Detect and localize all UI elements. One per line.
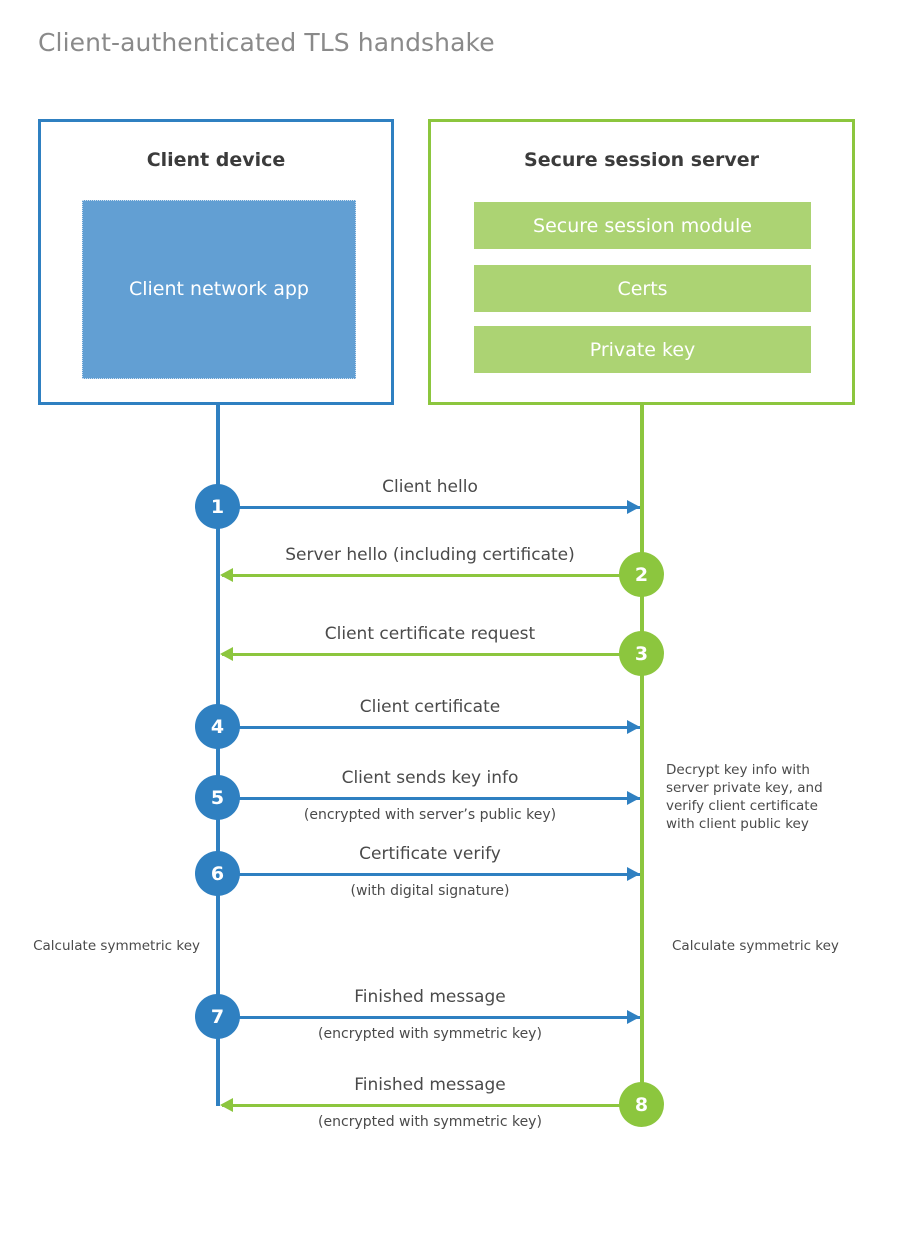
message-arrow-line: [220, 797, 640, 800]
arrow-head-right-icon: [627, 791, 640, 805]
step-number-badge-5: 5: [195, 775, 240, 820]
message-arrow-line: [222, 653, 640, 656]
note-server-decrypt: Decrypt key info with server private key…: [666, 762, 823, 832]
message-arrow-line: [220, 873, 640, 876]
message-arrow-line: [222, 1104, 640, 1107]
arrow-head-right-icon: [627, 1010, 640, 1024]
step-number-badge-6: 6: [195, 851, 240, 896]
step-number-badge-4: 4: [195, 704, 240, 749]
secure-session-server-title: Secure session server: [524, 149, 759, 171]
message-label: Client certificate: [359, 697, 501, 717]
client-device-box: Client device Client network app: [38, 119, 394, 405]
client-network-app-label: Client network app: [128, 278, 309, 300]
message-label: Client sends key info: [341, 768, 519, 788]
message-sublabel: (encrypted with symmetric key): [318, 1114, 542, 1130]
message-sublabel: (with digital signature): [350, 883, 510, 899]
arrow-head-left-icon: [220, 1098, 233, 1112]
server-component-label: Secure session module: [533, 214, 752, 237]
server-component-private-key: Private key: [474, 326, 811, 373]
step-number-badge-8: 8: [619, 1082, 664, 1127]
server-component-label: Certs: [617, 277, 668, 300]
server-component-certs: Certs: [474, 265, 811, 312]
arrow-head-left-icon: [220, 647, 233, 661]
message-label: Finished message: [354, 987, 506, 1007]
message-label: Client hello: [382, 477, 478, 497]
message-arrow-line: [220, 506, 640, 509]
message-arrow-line: [220, 1016, 640, 1019]
page-title: Client-authenticated TLS handshake: [38, 28, 495, 57]
step-number-badge-1: 1: [195, 484, 240, 529]
step-number-badge-2: 2: [619, 552, 664, 597]
message-sublabel: (encrypted with server’s public key): [303, 807, 557, 823]
server-component-secure-session-module: Secure session module: [474, 202, 811, 249]
message-arrow-line: [222, 574, 640, 577]
note-server-calculate-symmetric-key: Calculate symmetric key: [672, 938, 839, 954]
arrow-head-right-icon: [627, 500, 640, 514]
arrow-head-right-icon: [627, 720, 640, 734]
message-arrow-line: [220, 726, 640, 729]
step-number-badge-7: 7: [195, 994, 240, 1039]
message-label: Client certificate request: [324, 624, 536, 644]
secure-session-server-box: Secure session server Secure session mod…: [428, 119, 855, 405]
arrow-head-left-icon: [220, 568, 233, 582]
client-device-title: Client device: [146, 149, 286, 171]
client-network-app-block: Client network app: [82, 200, 356, 379]
message-label: Server hello (including certificate): [285, 545, 575, 565]
server-lifeline: [640, 402, 644, 1105]
message-label: Certificate verify: [359, 844, 501, 864]
arrow-head-right-icon: [627, 867, 640, 881]
note-client-calculate-symmetric-key: Calculate symmetric key: [33, 938, 200, 954]
message-label: Finished message: [354, 1075, 506, 1095]
step-number-badge-3: 3: [619, 631, 664, 676]
client-lifeline: [216, 402, 220, 1106]
message-sublabel: (encrypted with symmetric key): [318, 1026, 542, 1042]
server-component-label: Private key: [589, 338, 696, 361]
